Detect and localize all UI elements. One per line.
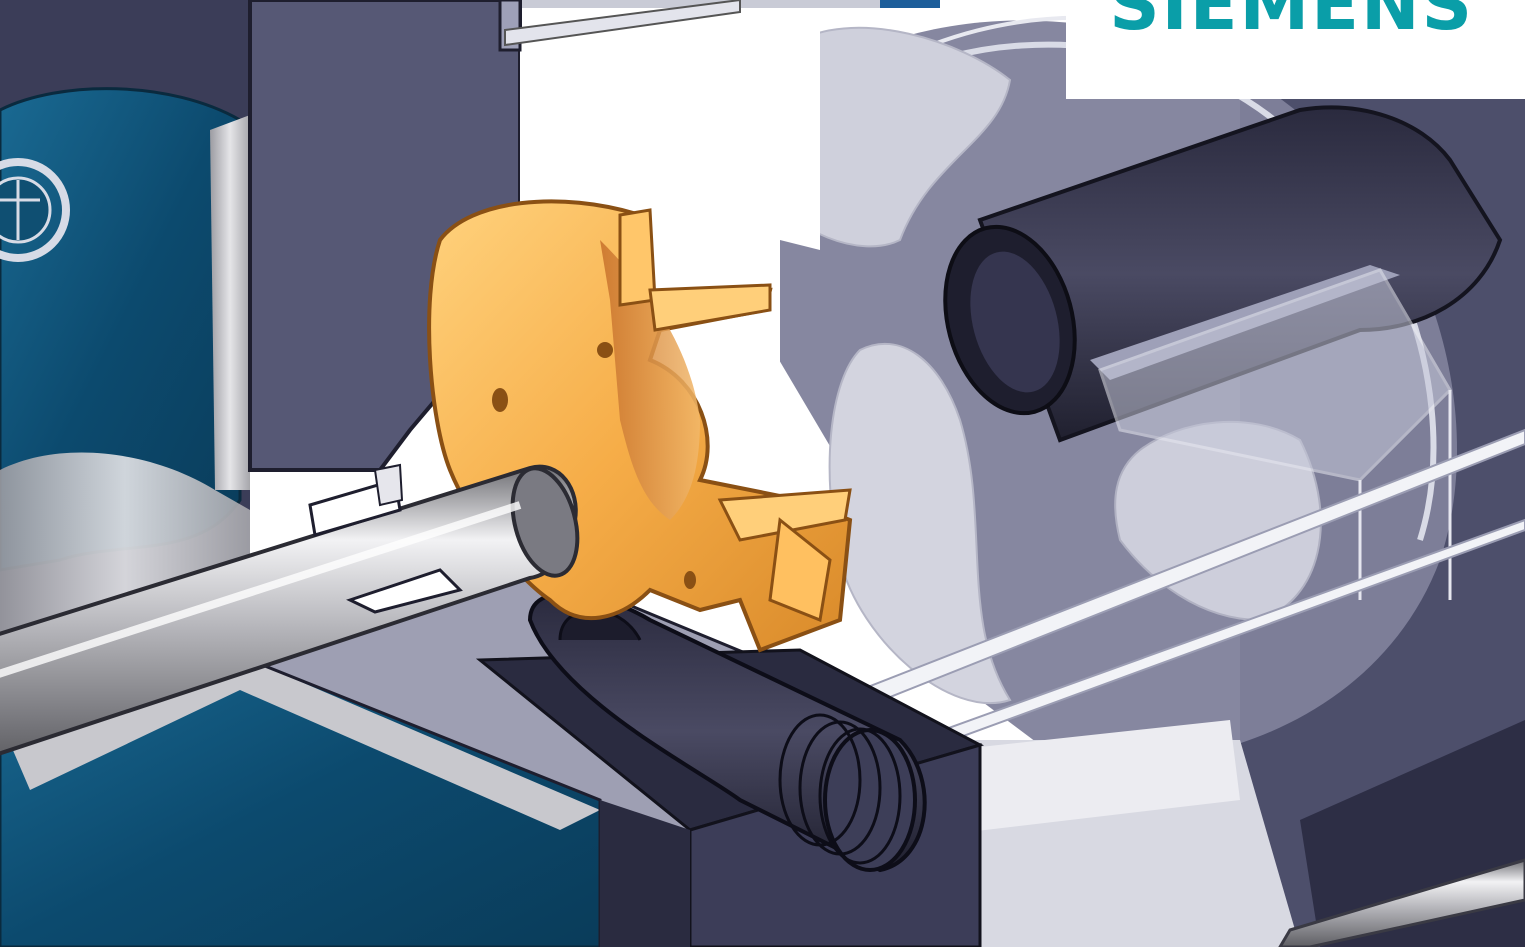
logo-panel: SIEMENS	[1066, 0, 1496, 99]
siemens-logo: SIEMENS	[1109, 0, 1474, 46]
